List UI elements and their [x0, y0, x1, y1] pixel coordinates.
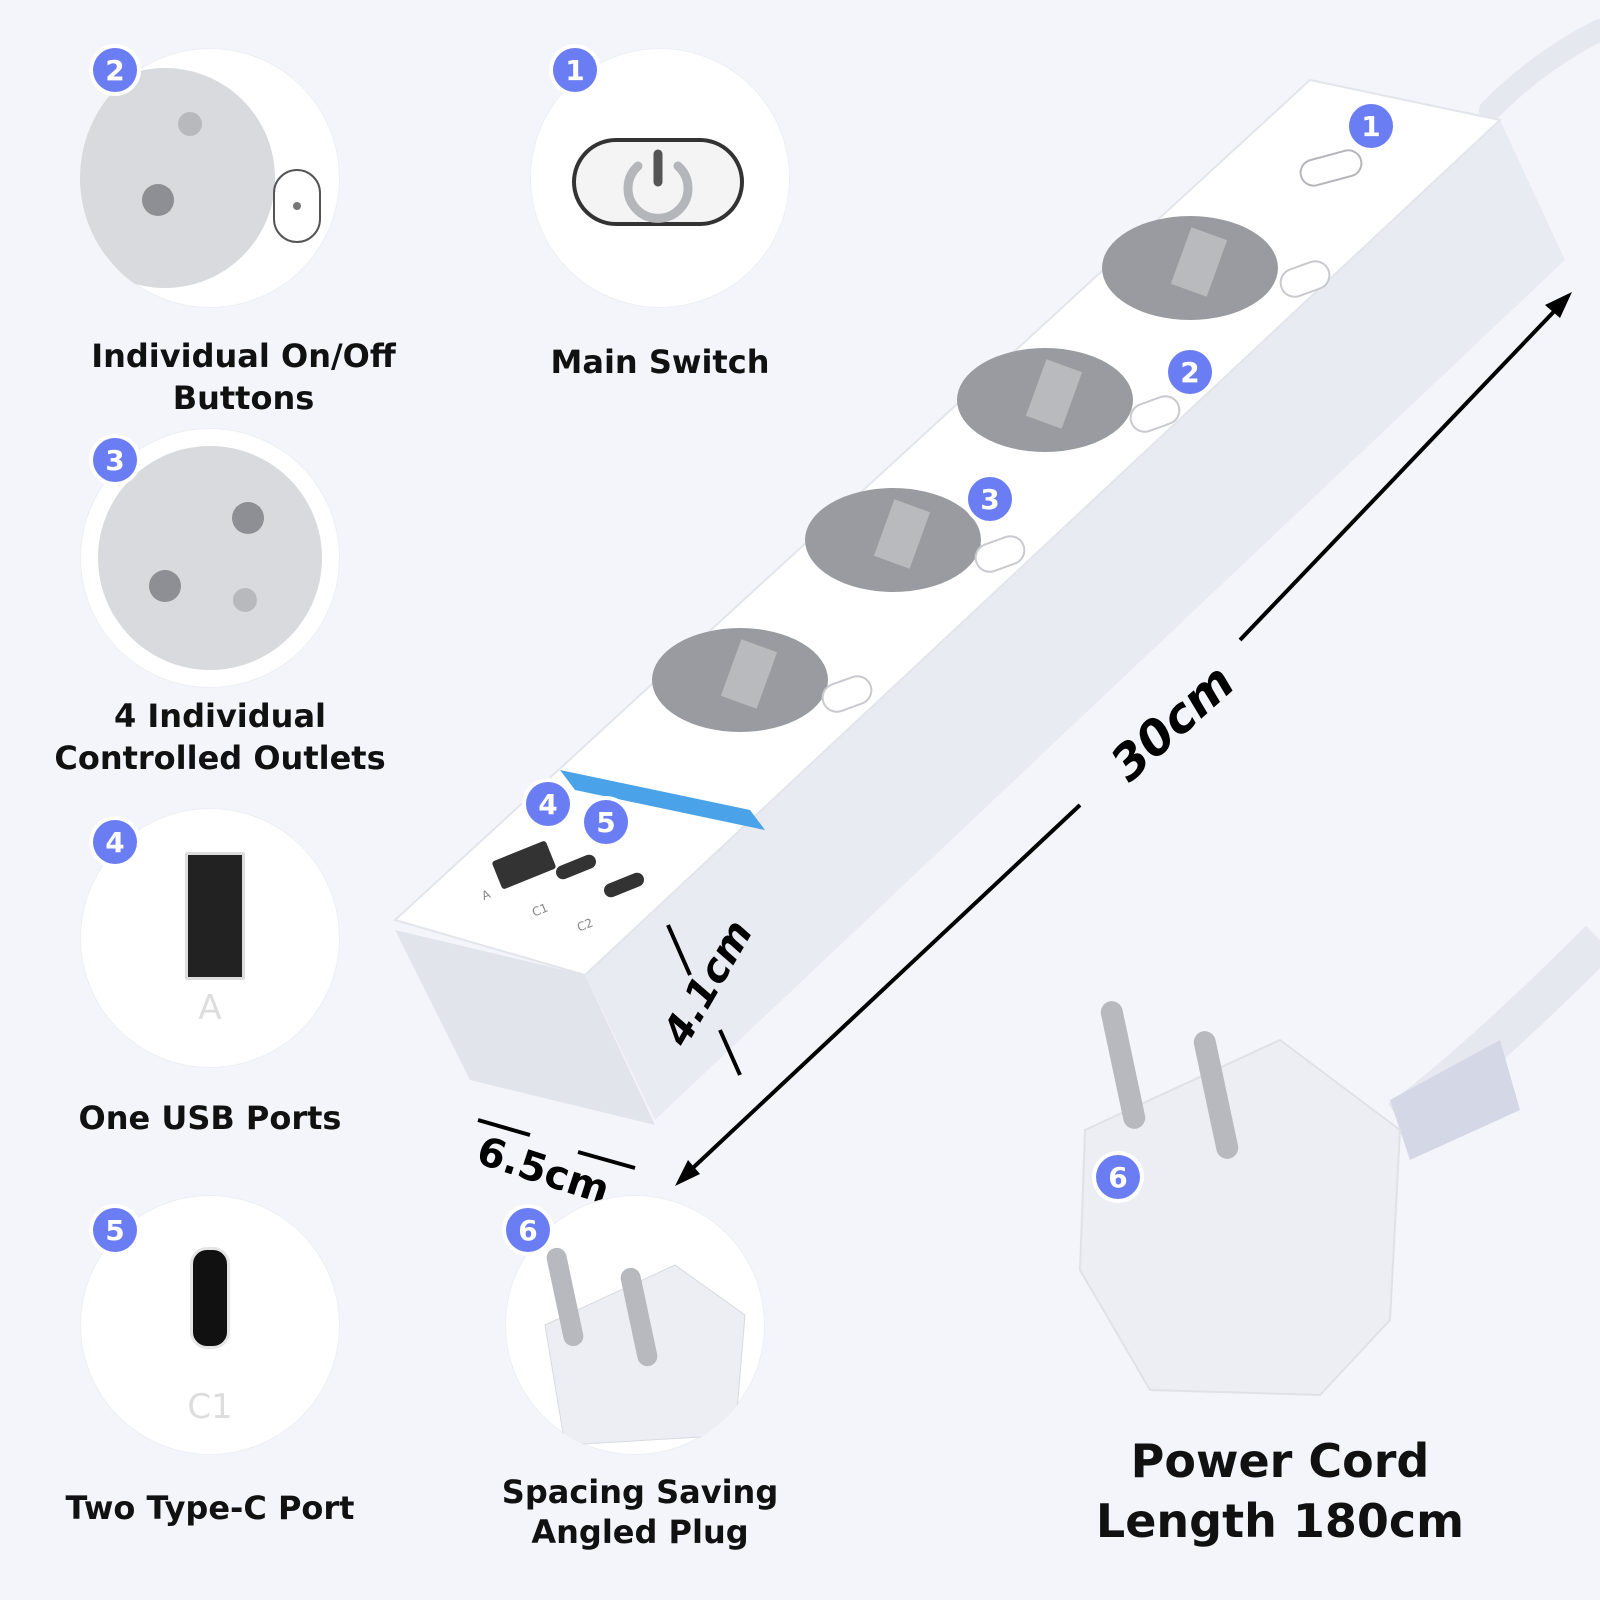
strip-usb-c2-port: [604, 872, 644, 898]
typec-badge: 5: [93, 1208, 137, 1252]
main-switch-label: Main Switch: [550, 343, 770, 381]
power-icon: [572, 138, 744, 226]
usb-label: One USB Ports: [78, 1099, 342, 1137]
usb-a-port-icon: [185, 852, 245, 980]
strip-end-face: [395, 930, 655, 1125]
top-cord: [1479, 19, 1600, 121]
accent-light-strip: [560, 770, 765, 830]
typec-port-label: C1: [187, 1387, 233, 1427]
strip-usb-c1-port: [556, 854, 596, 880]
height-arrow-upper: [666, 924, 692, 976]
strip-socket-4: [652, 628, 828, 732]
strip-button-3[interactable]: [972, 532, 1029, 575]
outlet-badge: 3: [93, 438, 137, 482]
strip-socket-1: [1102, 216, 1278, 320]
usb-badge: 4: [93, 820, 137, 864]
strip-marker-3: 3: [968, 477, 1012, 521]
strip-button-4[interactable]: [819, 672, 876, 715]
length-arrowhead-upper: [1545, 292, 1572, 318]
schuko-socket-icon-2: [98, 446, 322, 670]
outlet-label-line1: 4 Individual: [113, 697, 327, 735]
strip-button-2[interactable]: [1127, 392, 1184, 435]
cord-badge: 6: [1096, 1155, 1140, 1199]
cord-label: Power Cord Length 180cm: [1040, 1432, 1520, 1552]
strip-socket-3: [805, 488, 981, 592]
height-arrow-lower: [718, 1029, 742, 1076]
outlet-label-line2: Controlled Outlets: [54, 738, 386, 777]
big-plug-pin-left: [1100, 1001, 1146, 1129]
cord-strain-relief: [1390, 1040, 1520, 1160]
length-arrowhead-lower: [675, 1160, 700, 1186]
buttons-closeup: [80, 48, 340, 308]
main-switch-badge: 1: [553, 48, 597, 92]
angled-plug-icon: [544, 1247, 746, 1446]
width-arrow-left: [477, 1118, 531, 1137]
length-arrow-upper: [1238, 298, 1567, 642]
strip-usb-a-port: [492, 841, 556, 889]
strip-side-face: [585, 120, 1565, 1120]
strip-socket-2: [957, 348, 1133, 452]
strip-marker-2: 2: [1168, 350, 1212, 394]
main-switch-closeup: [530, 48, 790, 308]
buttons-badge: 2: [93, 48, 137, 92]
strip-marker-4: 4: [526, 782, 570, 826]
strip-button-1[interactable]: [1277, 257, 1334, 300]
usb-port-label: A: [198, 988, 222, 1028]
strip-main-switch[interactable]: [1298, 147, 1365, 188]
usb-c-port-icon: [190, 1247, 230, 1349]
length-arrow-lower: [678, 803, 1082, 1182]
cord-label-line2: Length 180cm: [1095, 1493, 1465, 1548]
plug-badge: 6: [506, 1208, 550, 1252]
schuko-socket-icon: [80, 68, 321, 288]
plug-label-line2: Angled Plug: [531, 1513, 749, 1551]
outlet-closeup: [80, 428, 340, 688]
buttons-label: Individual On/Off Buttons: [91, 337, 396, 417]
width-arrow-right: [577, 1150, 636, 1170]
plug-label: Spacing Saving Angled Plug: [480, 1472, 800, 1552]
plug-label-line1: Spacing Saving: [501, 1473, 779, 1511]
typec-label: Two Type-C Port: [65, 1489, 355, 1527]
strip-marker-5: 5: [584, 800, 628, 844]
big-plug-pin-right: [1193, 1031, 1239, 1159]
cord-label-line1: Power Cord: [1130, 1434, 1430, 1488]
strip-marker-1: 1: [1349, 104, 1393, 148]
outlet-label: 4 Individual Controlled Outlets: [40, 696, 400, 779]
big-plug-body: [1078, 1038, 1402, 1397]
